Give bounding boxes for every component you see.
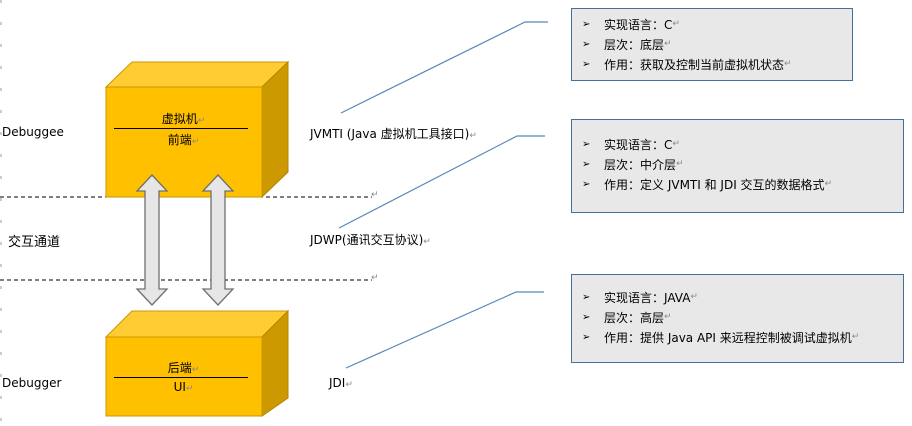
paragraph-mark-icon: ↵	[672, 19, 680, 29]
callout-jvmti-item: ➢ 实现语言：C↵	[582, 14, 852, 34]
paragraph-mark-icon: ↵	[469, 131, 477, 141]
callout-item-text: 作用：定义 JVMTI 和 JDI 交互的数据格式	[604, 177, 825, 192]
layer-label-channel: 交互通道	[8, 235, 61, 250]
callout-jdwp-item: ➢ 层次：中介层↵	[582, 154, 903, 174]
paragraph-mark-icon: ↵	[824, 179, 833, 189]
layer-label-debugger: Debugger	[2, 376, 62, 390]
paragraph-mark-icon: ↵	[690, 292, 698, 302]
paragraph-mark-icon: ↵	[851, 332, 860, 342]
backend-box-front	[105, 336, 263, 417]
frontend-box-title: 虚拟机↵	[106, 110, 261, 127]
paragraph-mark-icon: ↵	[191, 365, 200, 375]
callout-item-text: 作用：获取及控制当前虚拟机状态	[604, 57, 785, 72]
bullet-arrow-icon: ➢	[582, 291, 591, 303]
callout-jdwp: ➢ 实现语言：C↵ ➢ 层次：中介层↵ ➢ 作用：定义 JVMTI 和 JDI …	[571, 119, 904, 213]
double-arrow-right	[201, 174, 235, 306]
frontend-box-line1: 虚拟机	[161, 112, 198, 126]
frontend-box	[104, 60, 290, 199]
interface-label-jvmti-text: JVMTI (Java 虚拟机工具接口)	[310, 127, 470, 141]
paragraph-mark-icon: ↵	[423, 237, 431, 247]
backend-box	[104, 309, 290, 417]
callout-jdi-item: ➢ 层次：高层↵	[582, 307, 903, 327]
paragraph-mark-icon: ↵	[784, 59, 792, 69]
backend-box-subtitle: UI↵	[106, 380, 261, 394]
frontend-box-line2: 前端	[167, 133, 192, 147]
connector-jdwp	[338, 135, 545, 229]
connector-jdi	[345, 291, 544, 369]
paragraph-mark-icon: ↵	[676, 159, 684, 169]
paragraph-mark-icon: ↵	[197, 116, 206, 126]
callout-jdwp-item: ➢ 作用：定义 JVMTI 和 JDI 交互的数据格式↵	[582, 174, 903, 194]
frontend-box-subtitle: 前端↵	[106, 131, 261, 148]
backend-box-line1: 后端	[167, 361, 192, 375]
backend-box-top	[104, 310, 290, 338]
paragraph-mark-icon: ↵	[664, 39, 672, 49]
interface-label-jdwp: JDWP(通讯交互协议)↵	[310, 231, 431, 248]
callout-jdi: ➢ 实现语言：JAVA↵ ➢ 层次：高层↵ ➢ 作用：提供 Java API 来…	[571, 274, 904, 363]
connector-jvmti	[340, 21, 548, 114]
callout-jdwp-item: ➢ 实现语言：C↵	[582, 134, 903, 154]
callout-item-text: 实现语言：C	[604, 137, 673, 152]
bullet-arrow-icon: ➢	[582, 38, 591, 50]
callout-item-text: 实现语言：C	[604, 17, 673, 32]
callout-jvmti: ➢ 实现语言：C↵ ➢ 层次：底层↵ ➢ 作用：获取及控制当前虚拟机状态↵	[571, 8, 853, 81]
callout-item-text: 层次：高层	[604, 310, 665, 325]
bullet-arrow-icon: ➢	[582, 311, 591, 323]
bullet-arrow-icon: ➢	[582, 58, 591, 70]
paragraph-mark-icon: ↵	[185, 384, 194, 394]
callout-jvmti-item: ➢ 层次：底层↵	[582, 34, 852, 54]
paragraph-mark-icon: ↵	[664, 312, 672, 322]
paragraph-mark-icon: ↵	[672, 139, 680, 149]
interface-label-jdwp-text: JDWP(通讯交互协议)	[310, 233, 424, 247]
callout-item-text: 层次：底层	[604, 37, 665, 52]
callout-item-text: 层次：中介层	[604, 157, 677, 172]
bullet-arrow-icon: ➢	[582, 178, 591, 190]
backend-box-title: 后端↵	[106, 359, 261, 376]
bullet-arrow-icon: ➢	[582, 138, 591, 150]
callout-jdi-item: ➢ 实现语言：JAVA↵	[582, 287, 903, 307]
frontend-box-top	[104, 61, 290, 88]
bullet-arrow-icon: ➢	[582, 158, 591, 170]
bullet-arrow-icon: ➢	[582, 331, 591, 343]
frontend-box-front	[105, 86, 263, 198]
interface-label-jdi-text: JDI	[329, 376, 346, 390]
frontend-box-divider	[114, 128, 248, 129]
backend-box-line2: UI	[173, 380, 186, 394]
interface-label-jvmti: JVMTI (Java 虚拟机工具接口)↵	[310, 125, 477, 142]
callout-item-text: 作用：提供 Java API 来远程控制被调试虚拟机	[604, 330, 852, 345]
callout-jvmti-item: ➢ 作用：获取及控制当前虚拟机状态↵	[582, 54, 852, 74]
paragraph-mark-icon: ↵	[371, 273, 379, 283]
layer-label-debuggee: Debuggee	[2, 125, 64, 139]
double-arrow-left	[135, 174, 169, 306]
bullet-arrow-icon: ➢	[582, 18, 591, 30]
paragraph-mark-icon: ↵	[371, 190, 379, 200]
paragraph-mark-icon: ↵	[191, 137, 200, 147]
callout-item-text: 实现语言：JAVA	[604, 290, 691, 305]
interface-label-jdi: JDI↵	[329, 376, 353, 390]
backend-box-divider	[114, 377, 248, 378]
callout-jdi-item: ➢ 作用：提供 Java API 来远程控制被调试虚拟机↵	[582, 327, 903, 347]
paragraph-mark-icon: ↵	[345, 380, 353, 390]
